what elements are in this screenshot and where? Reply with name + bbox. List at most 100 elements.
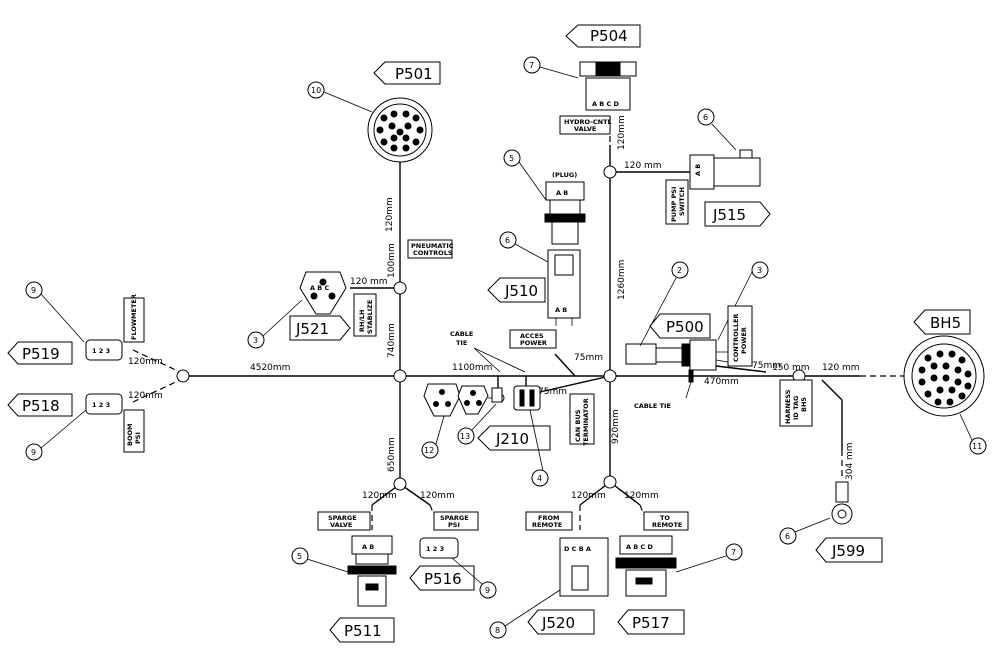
svg-text:100mm: 100mm <box>387 243 397 278</box>
svg-text:BH5: BH5 <box>930 314 961 332</box>
svg-text:J515: J515 <box>712 206 746 224</box>
svg-text:1 2 3: 1 2 3 <box>426 545 444 553</box>
svg-text:75mm: 75mm <box>752 361 781 371</box>
svg-text:HARNESS: HARNESS <box>784 389 792 424</box>
svg-text:P511: P511 <box>344 622 382 640</box>
connector-j520: 120mm FROM REMOTE D C B A 8 J520 <box>489 491 609 639</box>
svg-text:3: 3 <box>757 266 762 275</box>
svg-text:J520: J520 <box>541 614 575 632</box>
svg-text:BOOM: BOOM <box>126 424 134 446</box>
svg-text:P500: P500 <box>666 318 704 336</box>
svg-text:9: 9 <box>31 448 36 457</box>
svg-text:120mm: 120mm <box>128 357 163 367</box>
svg-text:CABLE: CABLE <box>450 330 473 338</box>
connector-p516: 120mm SPARGE PSI 1 2 3 P516 9 <box>409 491 497 599</box>
svg-text:A B C D: A B C D <box>626 543 654 551</box>
svg-text:1 2 3: 1 2 3 <box>92 347 110 355</box>
dim-1100: 1100mm <box>452 363 492 373</box>
svg-text:10: 10 <box>311 86 321 95</box>
connector-p517: 120mm TO REMOTE A B C D 7 P517 <box>615 491 743 635</box>
connector-bh5: 150 mm 120 mm HARNESS ID TAG BH5 BH5 11 <box>772 309 987 455</box>
svg-text:7: 7 <box>529 61 534 70</box>
svg-text:6: 6 <box>505 236 510 245</box>
svg-text:PSI: PSI <box>448 521 460 529</box>
svg-text:75mm: 75mm <box>538 387 567 397</box>
svg-text:A B: A B <box>556 189 568 197</box>
svg-text:SPARGE: SPARGE <box>440 514 469 522</box>
connector-p519: 9 1 2 3 FLOWMETER 120mm P519 <box>7 281 163 367</box>
svg-text:470mm: 470mm <box>704 377 739 387</box>
svg-text:150 mm: 150 mm <box>772 363 810 373</box>
callout-7-top: 7 <box>523 56 579 79</box>
svg-text:120mm: 120mm <box>420 491 455 501</box>
svg-text:A B: A B <box>694 164 702 176</box>
svg-text:PNEUMATIC: PNEUMATIC <box>411 242 454 250</box>
connector-j210: CABLE TIE 75mm CAN BUS TERMINATOR J210 1… <box>421 330 595 487</box>
svg-text:6: 6 <box>703 113 708 122</box>
svg-text:J210: J210 <box>495 430 529 448</box>
dim-650: 650mm <box>387 437 397 472</box>
svg-text:120mm: 120mm <box>571 491 606 501</box>
svg-text:12: 12 <box>424 446 434 455</box>
svg-text:TERMINATOR: TERMINATOR <box>582 398 590 446</box>
svg-text:J599: J599 <box>831 542 865 560</box>
connector-j515: 120 mm A B PUMP PSI SWITCH J515 6 <box>624 108 771 227</box>
svg-text:120 mm: 120 mm <box>350 277 388 287</box>
svg-text:FLOWMETER: FLOWMETER <box>130 294 138 340</box>
svg-text:P518: P518 <box>22 397 60 415</box>
svg-text:REMOTE: REMOTE <box>652 521 682 529</box>
svg-text:D C B A: D C B A <box>564 545 591 553</box>
svg-text:1260mm: 1260mm <box>617 260 627 300</box>
svg-text:7: 7 <box>731 548 736 557</box>
connector-j521: PNEUMATIC CONTROLS 100mm 120 mm A B C RH… <box>247 239 454 358</box>
harness-trunk <box>132 112 905 531</box>
svg-text:8: 8 <box>495 626 500 635</box>
svg-text:920mm: 920mm <box>611 409 621 444</box>
svg-text:9: 9 <box>485 586 490 595</box>
svg-text:POWER: POWER <box>740 327 748 354</box>
dim-4520: 4520mm <box>250 363 290 373</box>
svg-text:120mm: 120mm <box>128 391 163 401</box>
svg-text:A B C D: A B C D <box>592 100 620 108</box>
svg-text:STABLIZE: STABLIZE <box>366 300 374 334</box>
connector-j599: 304 mm 6 J599 <box>779 442 883 563</box>
svg-text:CONTROLLER: CONTROLLER <box>732 314 740 362</box>
svg-text:(PLUG): (PLUG) <box>552 171 577 179</box>
junction-nodes <box>176 165 806 491</box>
svg-text:P516: P516 <box>424 570 462 588</box>
svg-text:120mm: 120mm <box>385 197 395 232</box>
svg-text:9: 9 <box>31 286 36 295</box>
svg-text:A B C: A B C <box>310 284 330 292</box>
svg-text:P504: P504 <box>590 27 628 45</box>
svg-text:5: 5 <box>297 552 302 561</box>
svg-text:POWER: POWER <box>520 339 547 347</box>
svg-text:SWITCH: SWITCH <box>678 187 686 216</box>
svg-text:5: 5 <box>509 154 514 163</box>
svg-text:120mm: 120mm <box>624 491 659 501</box>
svg-text:J521: J521 <box>295 320 329 338</box>
svg-text:REMOTE: REMOTE <box>532 521 562 529</box>
svg-text:2: 2 <box>677 266 682 275</box>
svg-text:SPARGE: SPARGE <box>328 514 357 522</box>
svg-text:A B: A B <box>362 543 374 551</box>
connector-p511: 120mm SPARGE VALVE A B 5 P511 <box>291 491 397 643</box>
svg-text:120 mm: 120 mm <box>822 363 860 373</box>
connector-p500: ACCES POWER 75mm 920mm P500 2 3 CONTROLL… <box>509 261 781 444</box>
svg-text:VALVE: VALVE <box>330 521 352 529</box>
svg-text:P501: P501 <box>395 65 433 83</box>
svg-text:PUMP PSI: PUMP PSI <box>670 187 678 222</box>
svg-text:ID TAG: ID TAG <box>792 396 800 420</box>
callout-10: 10 <box>307 81 373 113</box>
svg-text:740mm: 740mm <box>387 323 397 358</box>
svg-text:120mm: 120mm <box>617 115 627 150</box>
svg-text:ACCES: ACCES <box>520 332 544 340</box>
svg-text:RH/LH: RH/LH <box>358 310 366 332</box>
svg-text:BH5: BH5 <box>800 397 808 412</box>
svg-text:120mm: 120mm <box>362 491 397 501</box>
svg-text:PSI: PSI <box>134 432 142 444</box>
svg-text:11: 11 <box>972 442 982 451</box>
svg-text:6: 6 <box>785 532 790 541</box>
svg-text:TIE: TIE <box>456 339 467 347</box>
svg-text:13: 13 <box>460 432 470 441</box>
